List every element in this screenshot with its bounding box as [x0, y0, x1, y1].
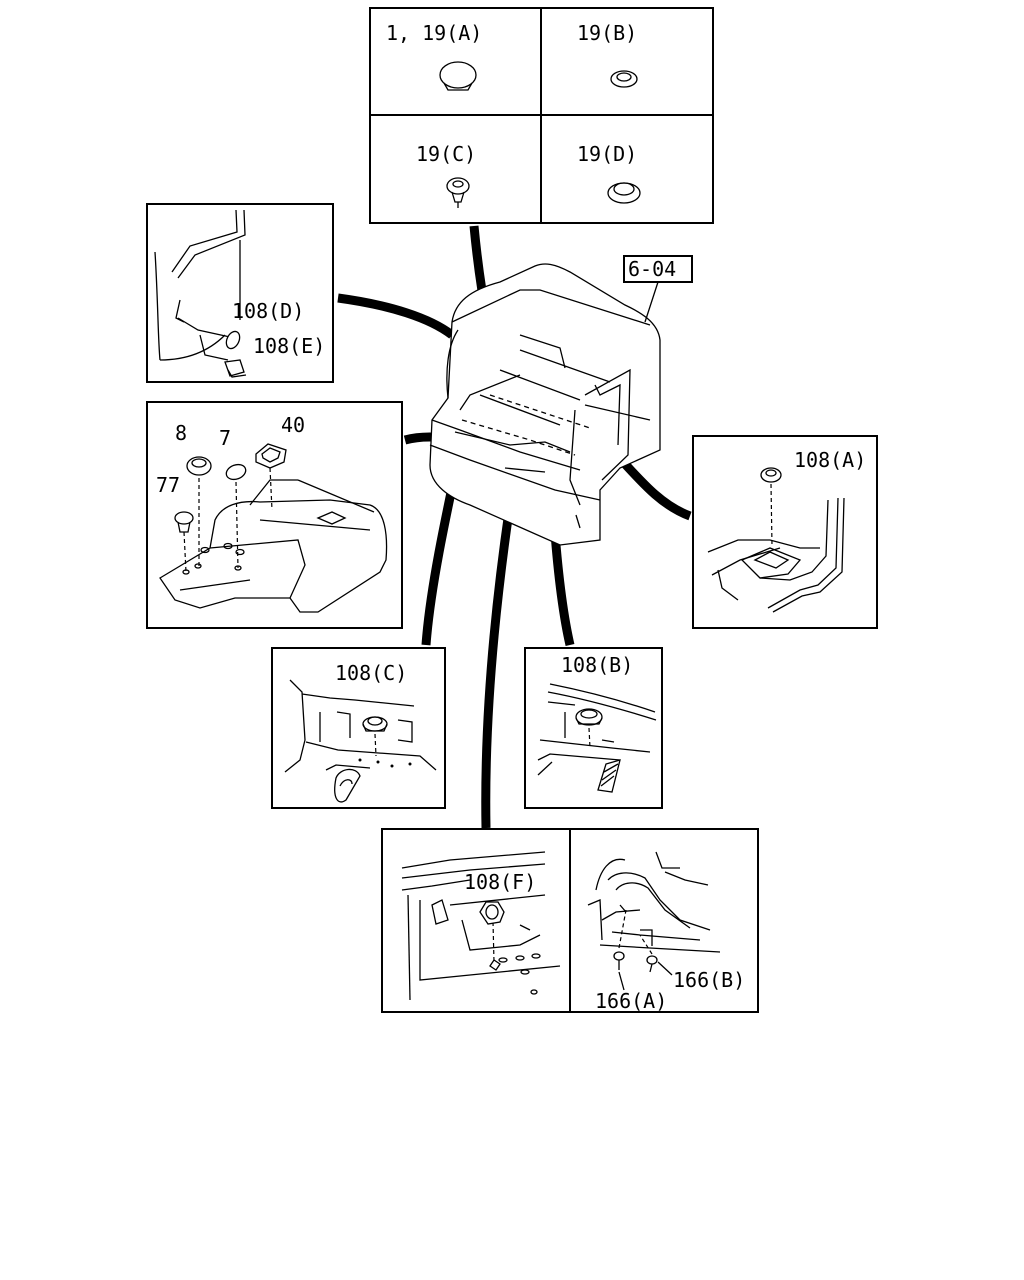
cab-ref-label: 6-04 [628, 257, 676, 281]
detail-panel-108de: 108(D) 108(E) [146, 203, 334, 383]
grommet-108c-icon [362, 716, 388, 732]
grommet-108d-label: 108(D) [232, 299, 304, 323]
cab-assembly: 6-04 [429, 255, 693, 546]
grommet-108c-label: 108(C) [335, 661, 407, 685]
clip-19a-icon [439, 61, 477, 91]
plug-77-icon [174, 511, 194, 533]
clip-19b-label: 19(B) [577, 21, 637, 45]
screw-166b-label: 166(B) [673, 968, 745, 992]
screw-166a-icon [613, 951, 625, 970]
clip-19a-label: 1, 19(A) [386, 21, 482, 45]
plug-8-label: 8 [175, 421, 187, 445]
detail-panel-floor-plugs: 8 7 40 77 [146, 401, 403, 629]
plug-77-label: 77 [156, 473, 180, 497]
detail-panel-108c: 108(C) [271, 647, 446, 809]
clip-108e-icon [224, 359, 247, 378]
screw-166a-label: 166(A) [595, 989, 667, 1013]
clip-19b-icon [610, 70, 638, 88]
plug-7-icon [225, 463, 247, 481]
detail-panel-108b: 108(B) [524, 647, 663, 809]
plug-7-label: 7 [219, 426, 231, 450]
detail-panel-bottom: 108(F) 16 [381, 828, 759, 1013]
grommet-108b-icon [575, 708, 603, 726]
grommet-108a-icon [760, 467, 782, 483]
grommet-108b-label: 108(B) [561, 653, 633, 677]
plug-8-icon [186, 456, 212, 476]
plug-40-label: 40 [281, 413, 305, 437]
detail-166ab: 166(A) 166(B) [587, 851, 745, 1013]
clip-variants-panel: 1, 19(A) 19(B) 19(C) 19(D) [369, 7, 714, 224]
grommet-108f-label: 108(F) [464, 870, 536, 894]
clip-19d-icon [607, 182, 641, 204]
clip-108e-label: 108(E) [253, 334, 325, 358]
screw-166b-icon [646, 955, 658, 973]
detail-108f: 108(F) [401, 851, 561, 1001]
clip-19c-icon [446, 177, 470, 208]
grommet-108a-label: 108(A) [794, 448, 866, 472]
grommet-108d-icon [225, 330, 241, 350]
clip-19c-label: 19(C) [416, 142, 476, 166]
detail-panel-108a: 108(A) [692, 435, 878, 629]
clip-19d-label: 19(D) [577, 142, 637, 166]
plug-40-icon [255, 443, 287, 469]
grommet-108f-icon [479, 901, 505, 925]
